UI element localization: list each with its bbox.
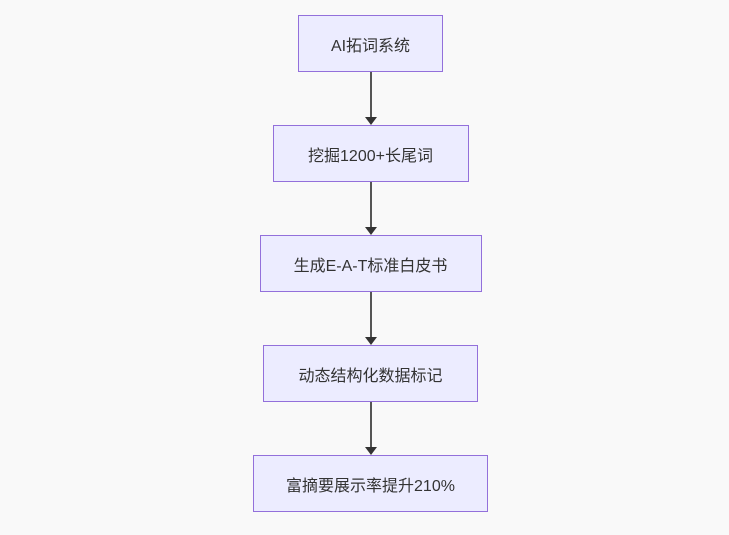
edge-connector-3 [364, 292, 377, 345]
edge-connector-1 [364, 72, 377, 125]
edge-line [369, 292, 372, 337]
flow-node-longtail-mining: 挖掘1200+长尾词 [272, 125, 469, 182]
edge-connector-2 [364, 182, 377, 235]
flow-node-structured-data: 动态结构化数据标记 [263, 345, 478, 402]
edge-line [369, 72, 372, 117]
flow-node-rich-snippet-result: 富摘要展示率提升210% [253, 455, 488, 512]
arrowhead-down-icon [364, 227, 377, 235]
edge-line [369, 402, 372, 447]
arrowhead-down-icon [364, 447, 377, 455]
edge-line [369, 182, 372, 227]
arrowhead-down-icon [364, 117, 377, 125]
flow-node-label: 挖掘1200+长尾词 [308, 147, 433, 165]
flow-node-label: 富摘要展示率提升210% [286, 477, 455, 495]
arrowhead-down-icon [364, 337, 377, 345]
flow-node-label: 动态结构化数据标记 [298, 367, 443, 385]
flow-node-label: AI拓词系统 [330, 37, 411, 55]
flow-node-ai-word-system: AI拓词系统 [298, 15, 443, 72]
edge-connector-4 [364, 402, 377, 455]
flow-node-label: 生成E-A-T标准白皮书 [293, 257, 448, 275]
flowchart: AI拓词系统 挖掘1200+长尾词 生成E-A-T标准白皮书 动态结构化数据标记 [6, 15, 729, 512]
flow-node-eat-whitepaper: 生成E-A-T标准白皮书 [259, 235, 482, 292]
